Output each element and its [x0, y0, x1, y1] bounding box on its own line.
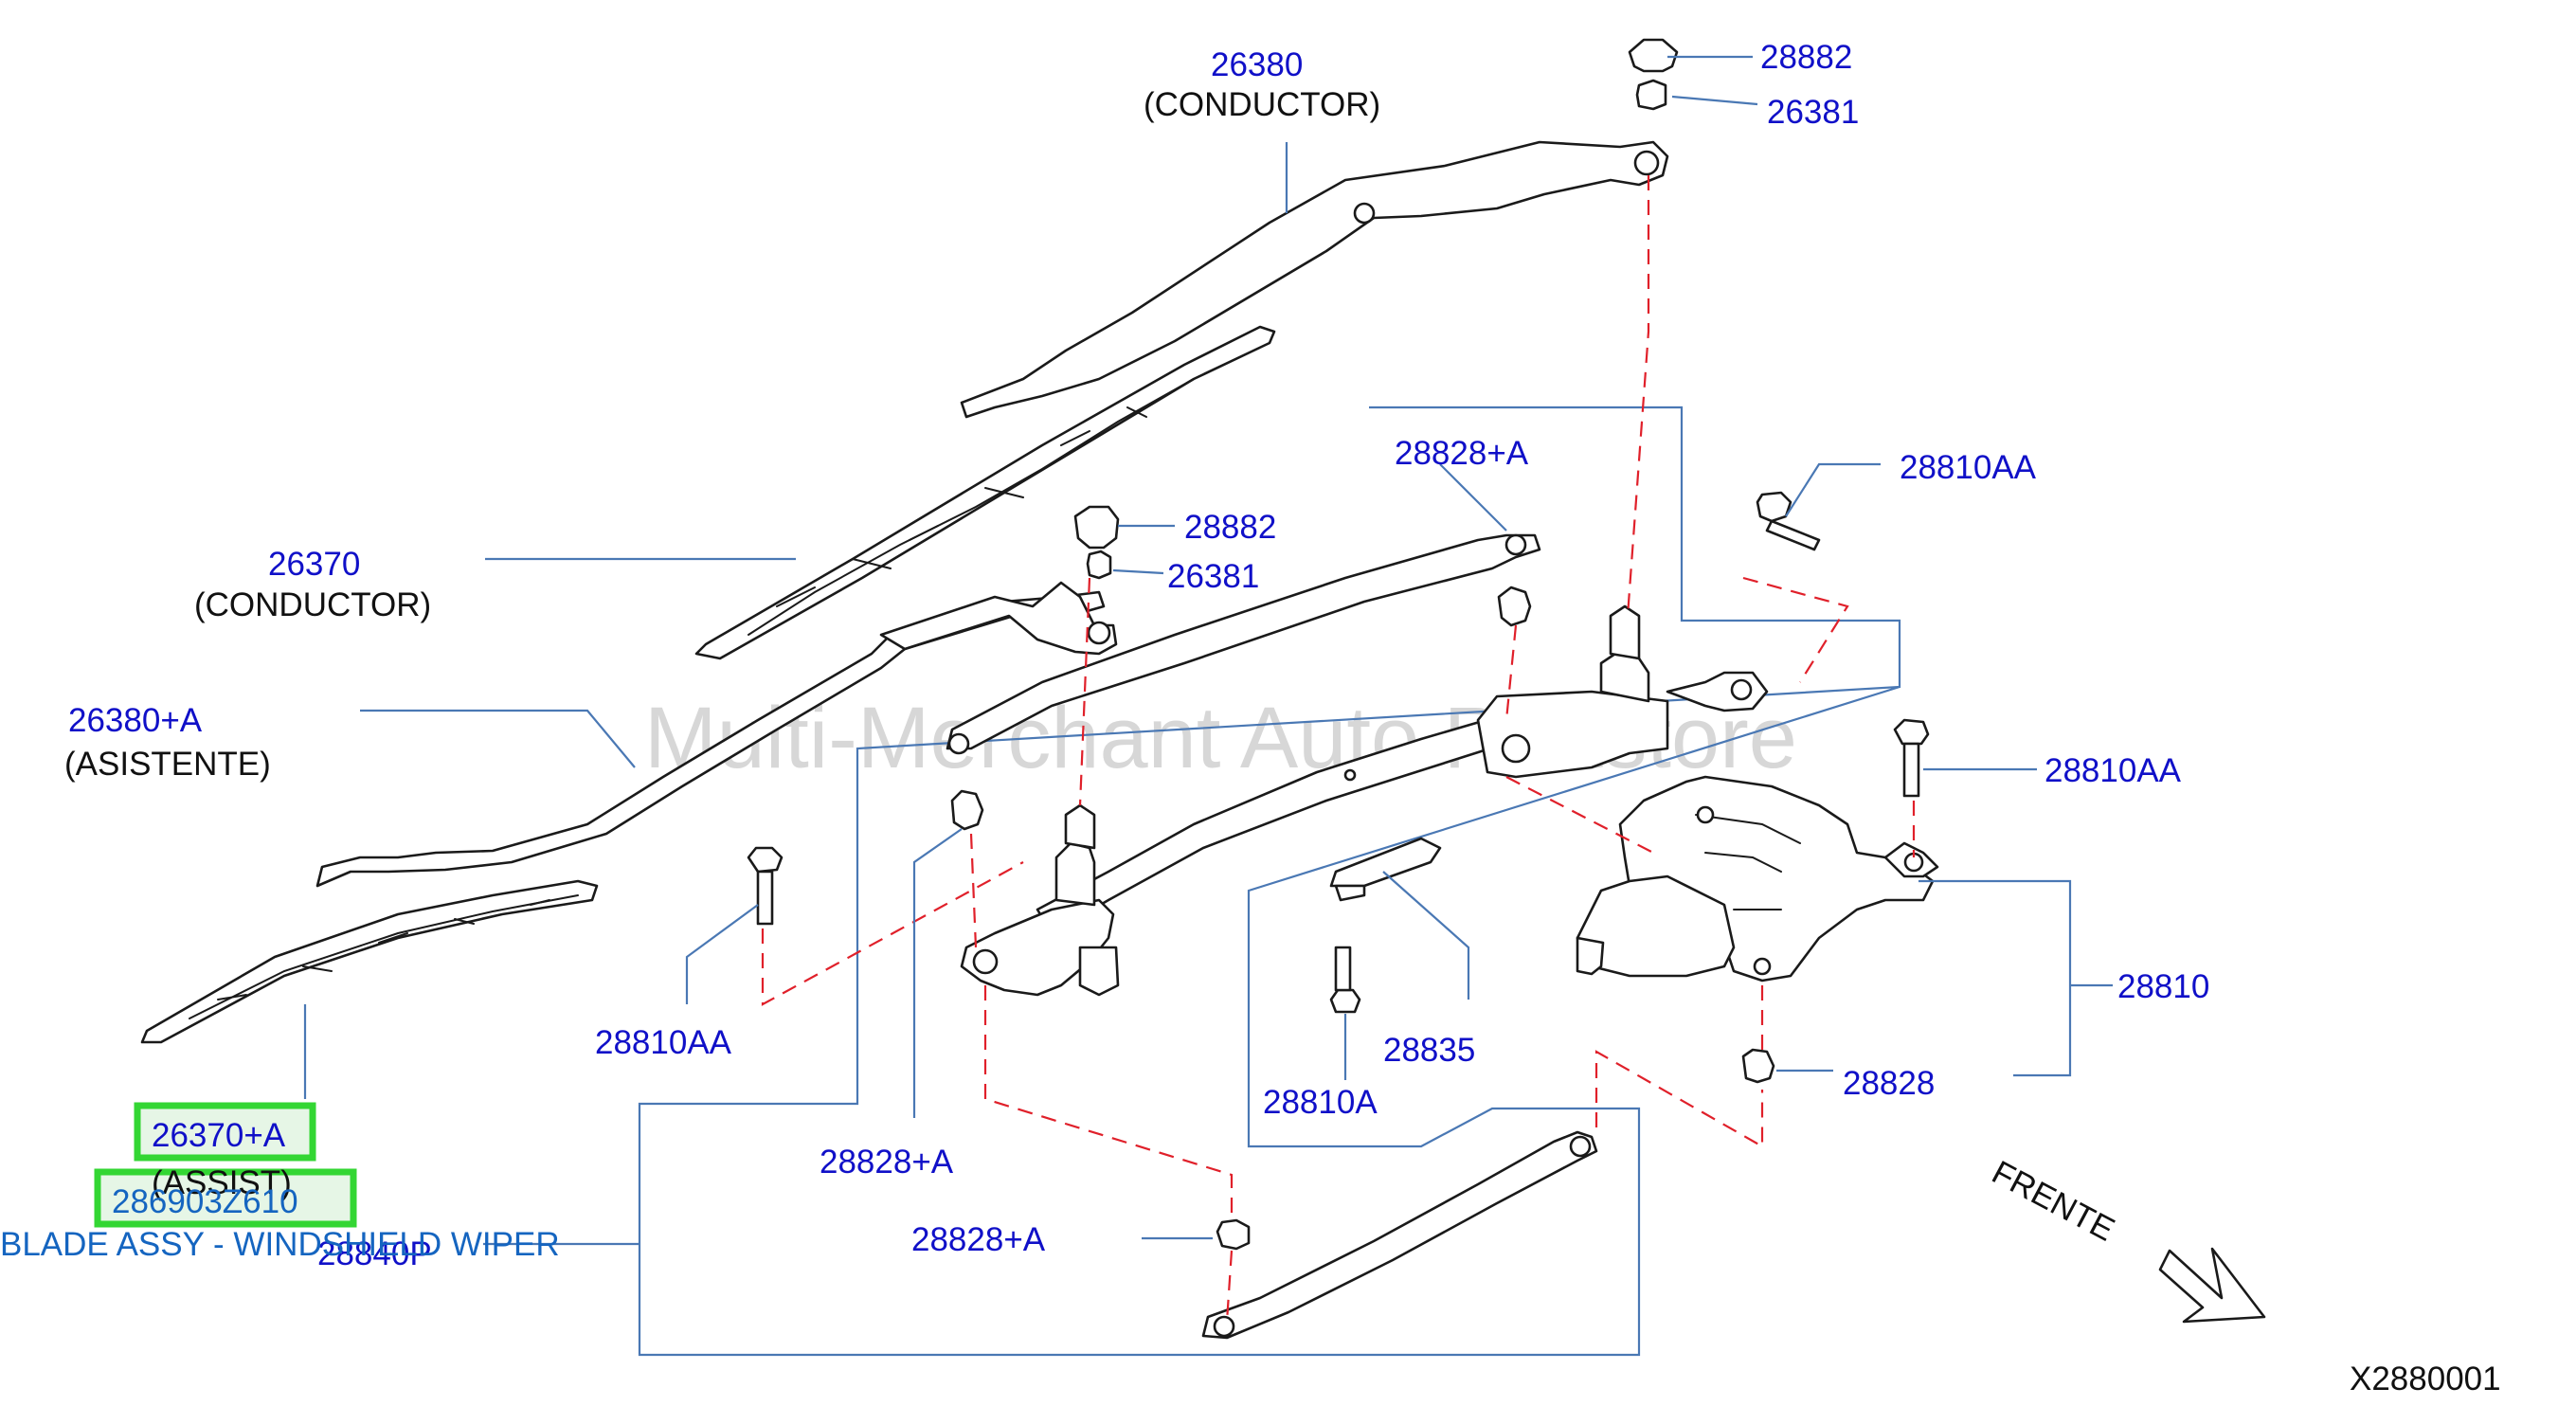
- pivot-cap-top: [1628, 38, 1679, 73]
- bush-right: [1741, 1048, 1775, 1084]
- part-label-28882-mid[interactable]: 28882: [1184, 509, 1276, 546]
- wiper-blade-driver: [694, 325, 1276, 660]
- wiper-arm-driver: [960, 140, 1669, 419]
- diagram-code: X2880001: [2350, 1361, 2501, 1397]
- part-sub-26370: (CONDUCTOR): [194, 586, 431, 623]
- linkage-rod-upper: [946, 533, 1541, 755]
- part-label-28810AA-left[interactable]: 28810AA: [595, 1024, 732, 1061]
- bracket: [1329, 837, 1442, 902]
- highlight-part-number[interactable]: 286903Z610: [112, 1183, 298, 1220]
- part-label-28882-top[interactable]: 28882: [1760, 39, 1852, 76]
- wiper-arm-assist: [315, 581, 1118, 888]
- pivot-assembly-left: [960, 803, 1120, 997]
- front-direction-arrow-icon: [2158, 1247, 2266, 1324]
- bolt-left: [747, 846, 784, 926]
- assembly-guide-lines: [761, 175, 1916, 1323]
- part-label-28810AA-top-right[interactable]: 28810AA: [1900, 449, 2037, 486]
- wiper-motor: [1576, 775, 1939, 982]
- part-label-28840P[interactable]: 28840P: [317, 1235, 432, 1272]
- part-label-26380A[interactable]: 26380+A: [68, 702, 203, 739]
- pivot-nut-mid: [1086, 550, 1112, 580]
- bush-mid: [950, 789, 984, 831]
- part-sub-26380: (CONDUCTOR): [1144, 86, 1380, 123]
- part-label-28828A-mid[interactable]: 28828+A: [820, 1144, 954, 1181]
- part-sub-26370A: (ASSIST): [152, 1164, 292, 1201]
- pivot-nut-top: [1635, 79, 1667, 111]
- part-label-26370A[interactable]: 26370+A: [152, 1117, 286, 1154]
- selected-part-highlight: [94, 1102, 357, 1228]
- linkage-rod-lower: [1201, 1130, 1598, 1340]
- part-sub-26380A: (ASISTENTE): [64, 746, 271, 783]
- bush-upper: [1497, 586, 1532, 627]
- part-label-26380[interactable]: 26380: [1211, 46, 1303, 83]
- part-label-28810[interactable]: 28810: [2117, 968, 2209, 1005]
- part-label-26381-mid[interactable]: 26381: [1167, 558, 1259, 595]
- pivot-assembly-right: [1476, 604, 1769, 779]
- bolt-top-right: [1756, 491, 1821, 551]
- linkage-boundary-box: [638, 406, 1901, 1357]
- bush-lower: [1216, 1218, 1251, 1251]
- part-label-28828-right[interactable]: 28828: [1843, 1065, 1935, 1102]
- bolt-right: [1893, 718, 1930, 798]
- part-label-26381-top[interactable]: 26381: [1767, 94, 1859, 131]
- pivot-cap-mid: [1073, 505, 1120, 550]
- part-label-28828A-top[interactable]: 28828+A: [1395, 435, 1529, 472]
- part-label-28810A[interactable]: 28810A: [1263, 1084, 1378, 1121]
- part-label-28835[interactable]: 28835: [1383, 1032, 1475, 1069]
- part-label-28810AA-right[interactable]: 28810AA: [2045, 752, 2182, 789]
- highlight-part-description[interactable]: BLADE ASSY - WINDSHIELD WIPER: [0, 1226, 560, 1263]
- direction-label: FRENTE: [1986, 1154, 2120, 1249]
- leader-lines: [303, 55, 2113, 1246]
- bolt-bracket: [1329, 946, 1361, 1014]
- part-label-28828A-low[interactable]: 28828+A: [911, 1221, 1046, 1258]
- wiper-blade-assist: [140, 879, 599, 1044]
- part-label-26370[interactable]: 26370: [268, 546, 360, 583]
